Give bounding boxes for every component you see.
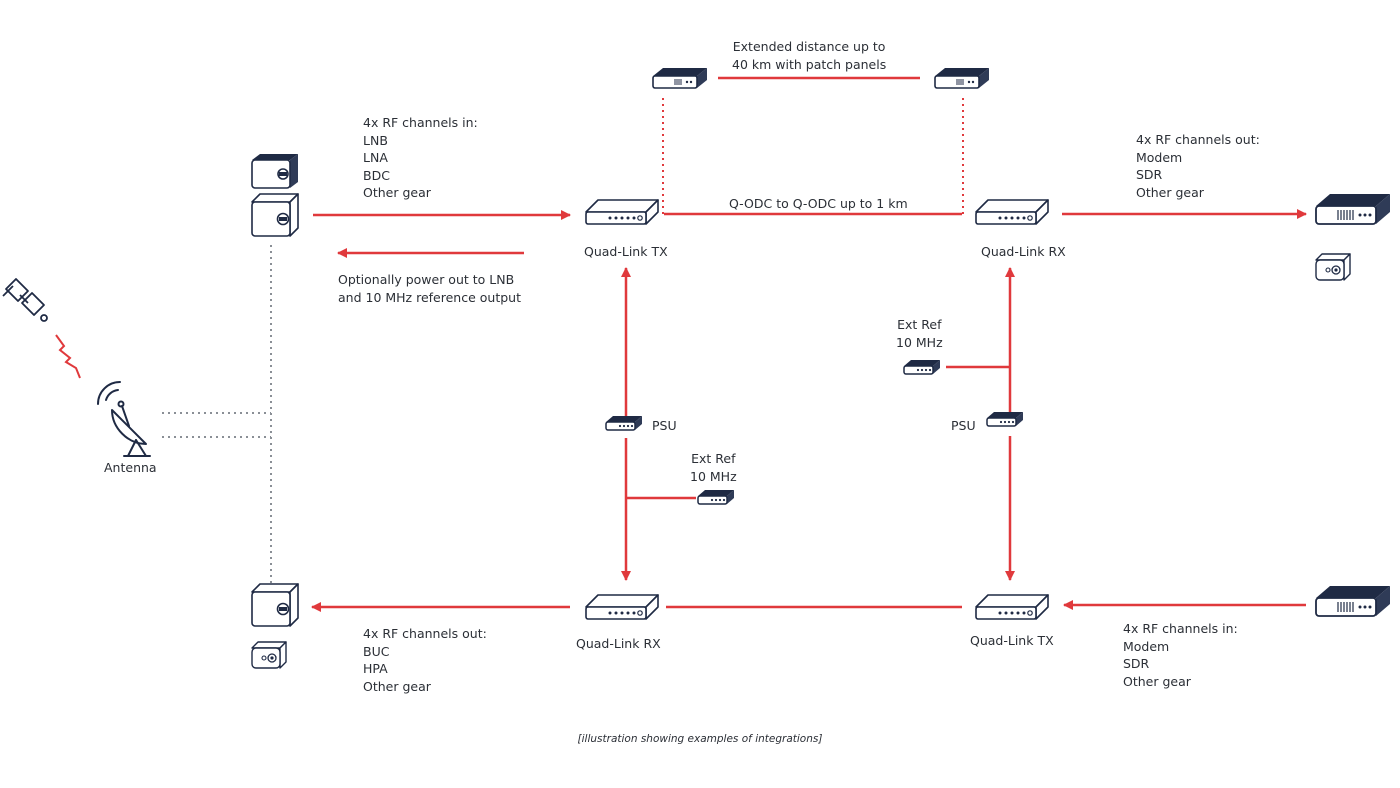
optional-power-line-1: Optionally power out to LNB (338, 272, 515, 287)
rf-in-top-item-lnb: LNB (363, 132, 388, 148)
quad-link-rx-bottom-label: Quad-Link RX (576, 636, 661, 651)
patch-panel-right-icon (934, 67, 990, 89)
illustration-caption: [illustration showing examples of integr… (577, 733, 823, 745)
amp-top-icon (1315, 253, 1351, 281)
qodc-link-label: Q-ODC to Q-ODC up to 1 km (729, 196, 908, 211)
optional-power-label: Optionally power out to LNB and 10 MHz r… (338, 271, 521, 306)
block-converter-dark-icon (251, 153, 299, 189)
quad-link-rx-top-icon (975, 199, 1049, 225)
rf-in-top-item-other: Other gear (363, 185, 431, 200)
rf-in-top-item-lna: LNA (363, 150, 388, 165)
rf-out-bottom-item-buc: BUC (363, 643, 390, 659)
quad-link-tx-bottom-label: Quad-Link TX (970, 633, 1054, 648)
ext-ref-left-line-1: Ext Ref (691, 451, 736, 466)
quad-link-tx-top-icon (585, 199, 659, 225)
antenna-icon (97, 381, 151, 457)
psu-right-icon (986, 411, 1024, 427)
quad-link-tx-bottom-icon (975, 594, 1049, 620)
extended-distance-line-1: Extended distance up to (732, 39, 886, 54)
rf-in-bottom-heading: 4x RF channels in: (1123, 621, 1238, 636)
extended-distance-label: Extended distance up to 40 km with patch… (732, 38, 886, 73)
rf-in-top-heading: 4x RF channels in: (363, 115, 478, 130)
patch-panel-left-icon (652, 67, 708, 89)
modem-top-icon (1315, 193, 1391, 225)
dotted-cable-links (162, 245, 272, 585)
rf-out-bottom-item-hpa: HPA (363, 661, 388, 676)
psu-left-label: PSU (652, 418, 677, 433)
optional-power-line-2: and 10 MHz reference output (338, 289, 521, 305)
rf-out-bottom-heading: 4x RF channels out: (363, 626, 487, 641)
ext-ref-right-line-2: 10 MHz (896, 334, 943, 350)
rf-out-bottom-item-other: Other gear (363, 678, 431, 694)
rf-out-top-item-modem: Modem (1136, 149, 1183, 165)
ext-ref-right-icon (903, 359, 941, 375)
ext-ref-left-line-2: 10 MHz (690, 468, 737, 484)
rf-out-top-item-sdr: SDR (1136, 167, 1163, 182)
patch-panel-dotted-links (662, 98, 964, 214)
rf-in-bottom-item-sdr: SDR (1123, 656, 1150, 671)
psu-right-label: PSU (951, 418, 976, 433)
satellite-icon (2, 278, 48, 322)
rf-in-bottom-item-other: Other gear (1123, 673, 1191, 689)
rf-out-bottom-label: 4x RF channels out: BUC HPA Other gear (363, 625, 487, 695)
psu-left-icon (605, 415, 643, 431)
quad-link-rx-bottom-icon (585, 594, 659, 620)
ext-ref-left-label: Ext Ref 10 MHz (690, 450, 737, 485)
ext-ref-right-label: Ext Ref 10 MHz (896, 316, 943, 351)
rf-out-top-heading: 4x RF channels out: (1136, 132, 1260, 147)
signal-wave-icon (55, 334, 81, 379)
red-links (311, 76, 1307, 612)
lnb-cube-icon (251, 193, 299, 237)
rf-in-bottom-label: 4x RF channels in: Modem SDR Other gear (1123, 620, 1238, 690)
rf-out-top-label: 4x RF channels out: Modem SDR Other gear (1136, 131, 1260, 201)
rf-in-top-item-bdc: BDC (363, 167, 390, 183)
rf-in-top-label: 4x RF channels in: LNB LNA BDC Other gea… (363, 114, 478, 202)
ext-ref-left-icon (697, 489, 735, 505)
rf-out-top-item-other: Other gear (1136, 184, 1204, 200)
quad-link-rx-top-label: Quad-Link RX (981, 244, 1066, 259)
ext-ref-right-line-1: Ext Ref (897, 317, 942, 332)
rf-in-bottom-item-modem: Modem (1123, 638, 1170, 654)
buc-cube-icon (251, 583, 299, 627)
quad-link-tx-top-label: Quad-Link TX (584, 244, 668, 259)
modem-bottom-icon (1315, 585, 1391, 617)
extended-distance-line-2: 40 km with patch panels (732, 56, 887, 72)
hpa-icon (251, 641, 287, 669)
antenna-label: Antenna (104, 460, 157, 475)
